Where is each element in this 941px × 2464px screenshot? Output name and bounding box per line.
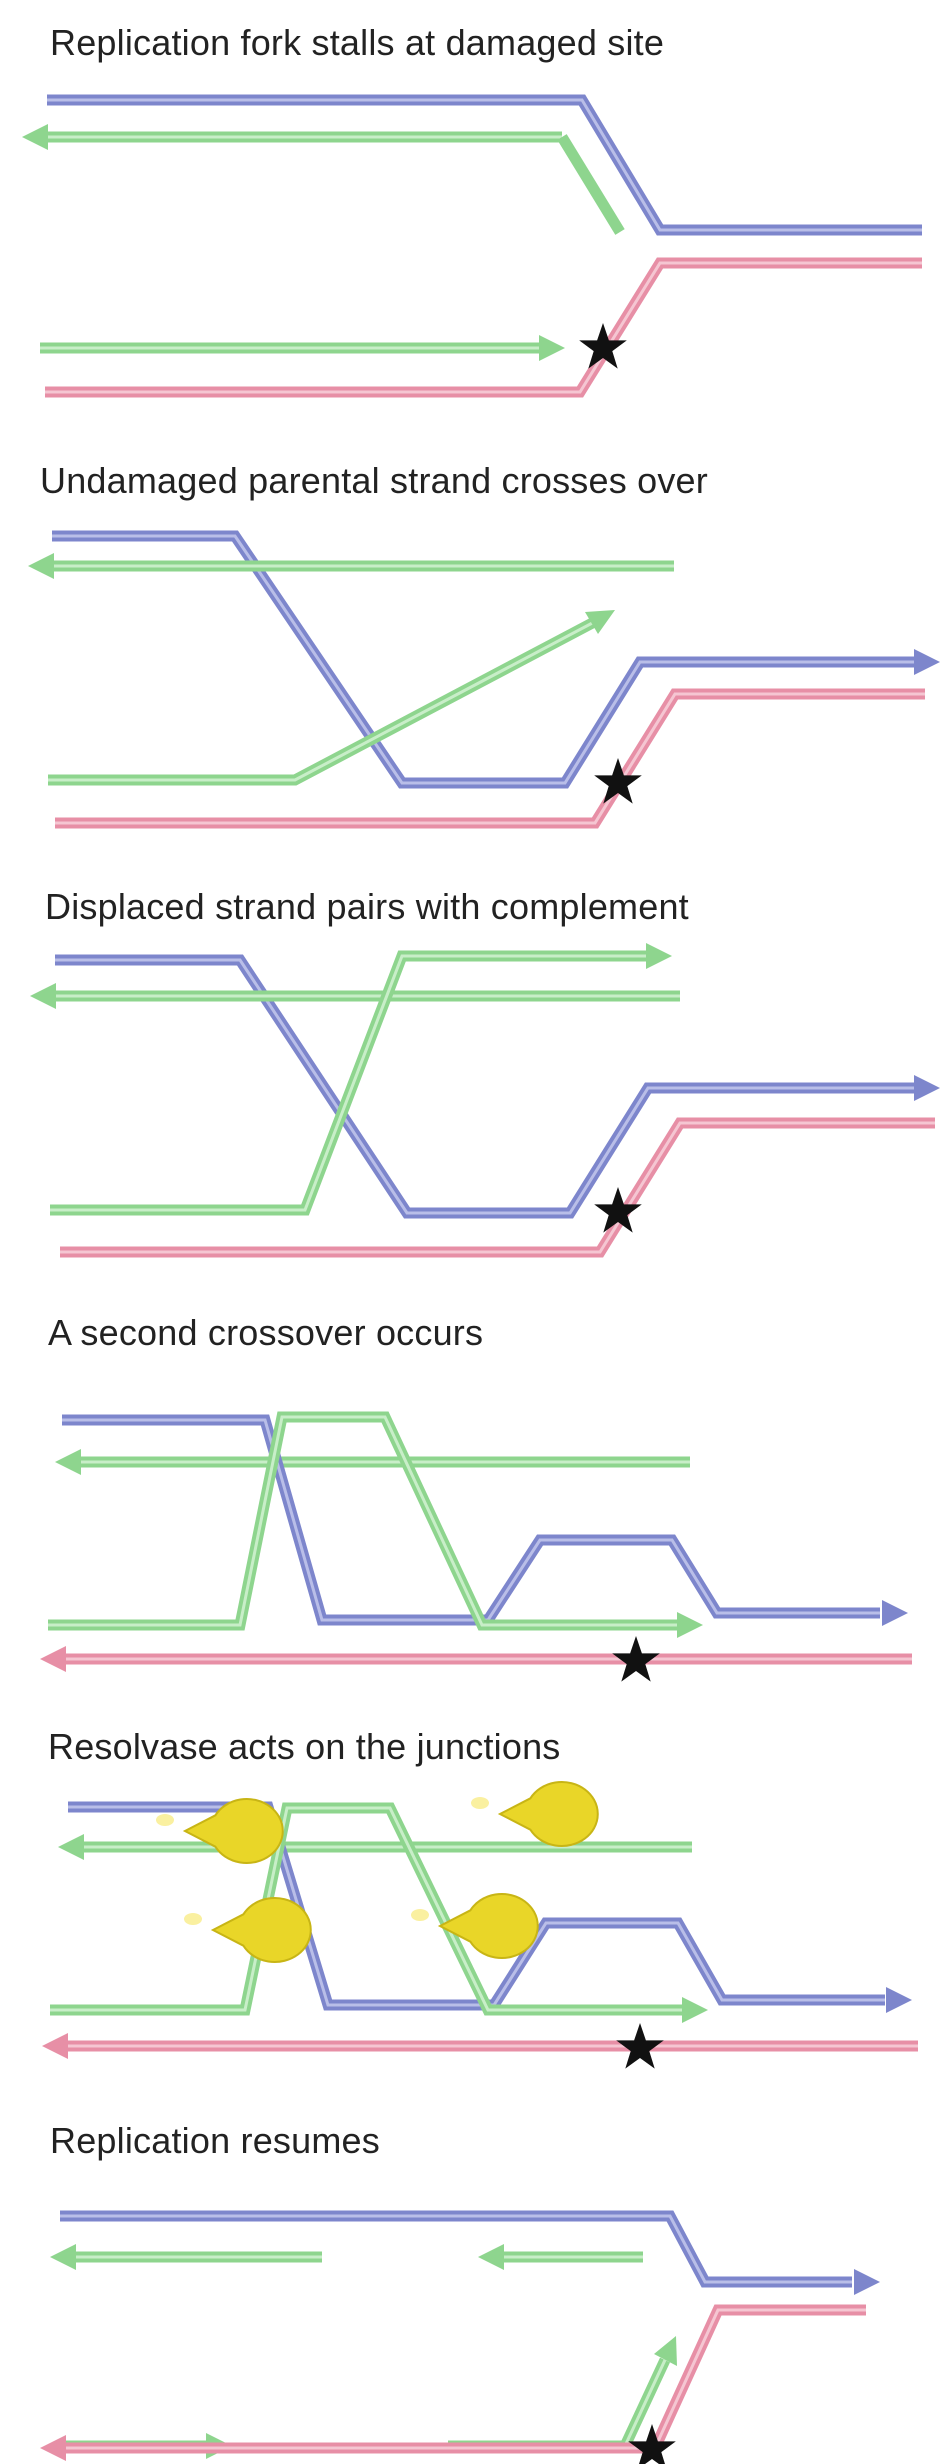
pink-damaged-strand bbox=[45, 257, 922, 398]
damage-star-icon bbox=[579, 323, 627, 369]
resolvase-icon bbox=[184, 1897, 312, 1963]
panel-resolvase: Resolvase acts on the junctions bbox=[0, 1720, 941, 2120]
resolvase-icon bbox=[411, 1893, 539, 1959]
green-invading-strand bbox=[48, 1411, 703, 1638]
panel-title: Undamaged parental strand crosses over bbox=[40, 460, 708, 501]
blue-parental-strand bbox=[52, 530, 940, 789]
panel-replication-resumes: Replication resumes bbox=[0, 2120, 941, 2464]
pink-damaged-strand bbox=[60, 1117, 935, 1258]
damage-star-icon bbox=[628, 2424, 676, 2464]
strand-diagram bbox=[28, 530, 940, 829]
green-lagging-strand bbox=[30, 983, 680, 1009]
pink-damaged-strand bbox=[40, 2304, 866, 2461]
panel-strand-pairing: Displaced strand pairs with complement bbox=[0, 860, 941, 1280]
blue-parental-strand bbox=[60, 2210, 880, 2295]
resolvase-enzymes bbox=[156, 1781, 599, 1963]
damage-star-icon bbox=[594, 1187, 642, 1233]
green-lagging-strand bbox=[28, 553, 674, 579]
pink-damaged-strand bbox=[55, 688, 925, 829]
strand-diagram bbox=[40, 1411, 912, 1682]
green-invading-strand bbox=[48, 610, 615, 786]
green-lagging-fragment-left bbox=[50, 2244, 322, 2270]
strand-diagram bbox=[42, 1781, 918, 2069]
panel-title: A second crossover occurs bbox=[48, 1312, 484, 1353]
panel-crossover: Undamaged parental strand crosses over bbox=[0, 440, 941, 860]
resolvase-icon bbox=[471, 1781, 599, 1847]
panel-title: Replication fork stalls at damaged site bbox=[50, 22, 665, 63]
green-lagging-strand bbox=[55, 1449, 690, 1475]
green-leading-fragment-right bbox=[448, 2336, 677, 2452]
green-leading-strand bbox=[40, 335, 565, 361]
strand-diagram bbox=[22, 94, 922, 398]
damage-star-icon bbox=[616, 2023, 664, 2069]
resolvase-icon bbox=[156, 1798, 284, 1864]
strand-diagram bbox=[40, 2210, 880, 2464]
green-lagging-strand bbox=[22, 124, 625, 235]
strand-diagram bbox=[30, 943, 940, 1258]
damage-star-icon bbox=[612, 1636, 660, 1682]
panel-title: Displaced strand pairs with complement bbox=[45, 886, 689, 927]
green-lagging-fragment-right bbox=[478, 2244, 643, 2270]
blue-parental-strand bbox=[47, 94, 922, 236]
blue-parental-strand bbox=[62, 1414, 908, 1626]
pink-damaged-strand bbox=[42, 2033, 918, 2059]
panel-title: Resolvase acts on the junctions bbox=[48, 1726, 561, 1767]
panel-title: Replication resumes bbox=[50, 2120, 380, 2161]
pink-damaged-strand bbox=[40, 1646, 912, 1672]
panel-second-crossover: A second crossover occurs bbox=[0, 1280, 941, 1720]
green-invading-strand bbox=[50, 943, 672, 1216]
green-invading-strand bbox=[50, 1802, 708, 2023]
green-lagging-strand bbox=[58, 1834, 692, 1860]
panel-fork-stalls: Replication fork stalls at damaged site bbox=[0, 0, 941, 440]
damage-star-icon bbox=[594, 758, 642, 804]
blue-parental-strand bbox=[55, 954, 940, 1219]
